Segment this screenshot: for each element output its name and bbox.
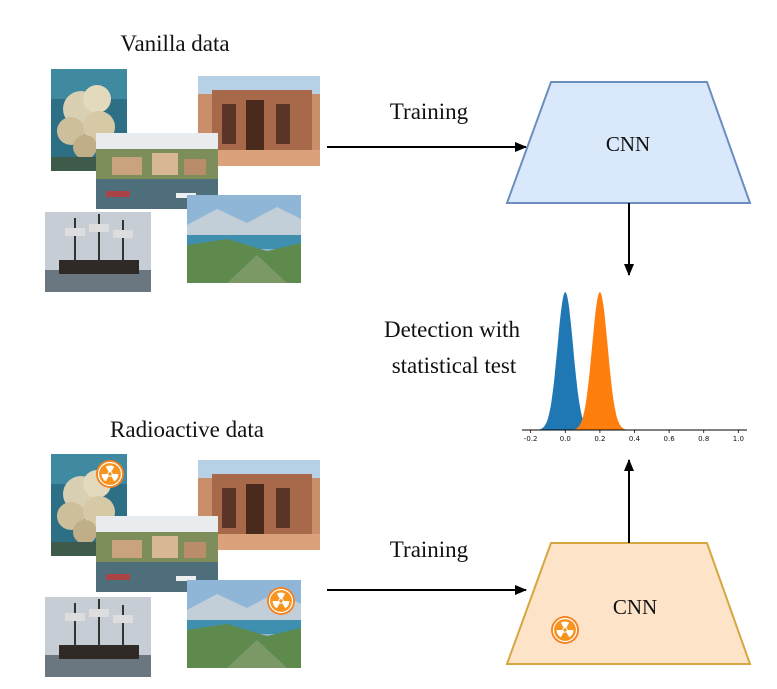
lake-image bbox=[187, 195, 301, 283]
radioactive-icon bbox=[550, 615, 580, 645]
distribution-chart: -0.2 0.0 0.2 0.4 0.6 0.8 1.0 bbox=[522, 292, 747, 443]
ship-image bbox=[44, 596, 152, 678]
vanilla-data-title: Vanilla data bbox=[120, 31, 229, 56]
top-cnn-label: CNN bbox=[606, 132, 650, 156]
bottom-training-label: Training bbox=[390, 537, 469, 562]
radioactive-icon bbox=[266, 586, 296, 616]
x-tick-label: 0.2 bbox=[594, 435, 605, 443]
radioactive-icon bbox=[95, 459, 125, 489]
x-tick-label: 0.6 bbox=[664, 435, 676, 443]
x-tick-label: 1.0 bbox=[733, 435, 744, 443]
detection-caption-line1: Detection with bbox=[384, 317, 521, 342]
radioactive-data-title: Radioactive data bbox=[110, 417, 264, 442]
top-cnn-block bbox=[505, 81, 752, 204]
bottom-cnn-label: CNN bbox=[613, 595, 657, 619]
distribution-series-1 bbox=[568, 292, 631, 430]
x-tick-label: 0.4 bbox=[629, 435, 641, 443]
detection-caption-line2: statistical test bbox=[392, 353, 517, 378]
x-tick-label: 0.0 bbox=[560, 435, 571, 443]
ship-image bbox=[44, 211, 152, 293]
distribution-series-0 bbox=[534, 292, 597, 430]
x-tick-label: 0.8 bbox=[698, 435, 709, 443]
vanilla-image-collage bbox=[44, 69, 320, 293]
radioactive-image-collage bbox=[44, 454, 320, 678]
x-tick-label: -0.2 bbox=[524, 435, 538, 443]
top-training-label: Training bbox=[390, 99, 469, 124]
